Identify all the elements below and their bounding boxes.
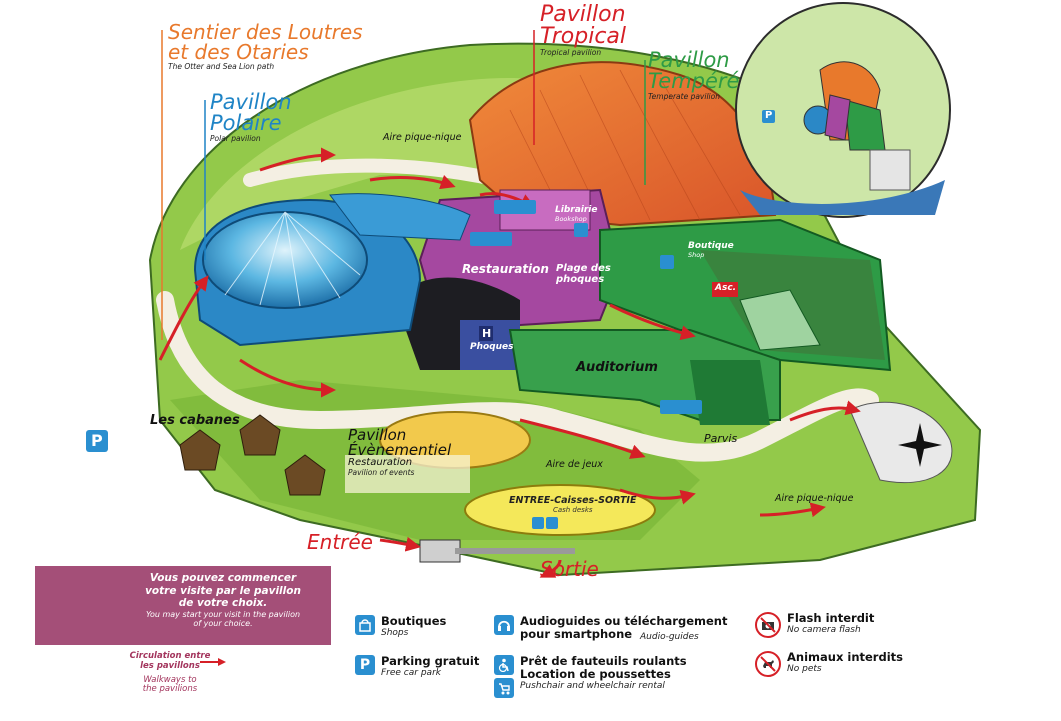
- parking-icon: P: [355, 655, 375, 675]
- pushchair-icon: [494, 678, 514, 698]
- toilet-icon: [470, 200, 702, 414]
- dome-ribs: [224, 211, 361, 307]
- polar-extension: [329, 193, 471, 241]
- parvis-label: Parvis: [704, 432, 738, 445]
- parking-icon: [86, 430, 108, 452]
- audio-fr: Audioguides ou téléchargement pour smart…: [520, 614, 728, 642]
- sentier-title: Sentier des Loutres et des Otaries The O…: [168, 20, 363, 71]
- phoques-label: Phoques: [470, 342, 514, 352]
- legend-audio: Audioguides ou téléchargement pour smart…: [494, 614, 728, 642]
- audio-guide-icon: [494, 615, 514, 635]
- circulation-fr: Circulation entre les pavillons: [129, 651, 211, 671]
- polar-title: Pavillon Polaire Polar pavilion: [210, 90, 292, 143]
- bookshop-label: Librairie Bookshop: [555, 205, 598, 223]
- info-box-fr: Vous pouvez commencer votre visite par l…: [145, 572, 301, 610]
- restaurant-label: Restauration: [462, 262, 549, 276]
- events-title: Pavillon Évènementiel Restauration Pavil…: [348, 426, 452, 477]
- elevator-label: Asc.: [715, 283, 737, 293]
- tropical-hatching: [509, 69, 741, 221]
- walkway: [156, 291, 879, 462]
- no-flash-icon: [755, 612, 781, 638]
- legend-wheelchair: Prêt de fauteuils roulants Location de p…: [494, 654, 687, 698]
- picnic-area-right: Aire pique-nique: [775, 493, 854, 504]
- parking-inset-letter: P: [765, 110, 773, 121]
- h-label: H: [482, 327, 492, 340]
- gate-wall: [455, 548, 575, 554]
- no-pets-icon: [755, 651, 781, 677]
- inset-map: [735, 2, 951, 218]
- temperate-title: Pavillon Tempéré Temperate pavilion: [648, 48, 740, 101]
- entrance-label: Entrée: [307, 530, 373, 554]
- auditorium-label: Auditorium: [576, 360, 658, 375]
- picnic-area-top: Aire pique-nique: [383, 132, 462, 143]
- info-box-en: You may start your visit in the pavilion…: [145, 609, 301, 629]
- parking-left-letter: P: [91, 431, 103, 450]
- compass-icon: [898, 423, 942, 467]
- playground-label: Aire de jeux: [546, 459, 603, 470]
- h-sign: [479, 326, 493, 341]
- circulation-en: Walkways to the pavilions: [142, 674, 198, 695]
- entrance-building: [464, 484, 656, 536]
- auditorium-ramp: [690, 360, 770, 425]
- seal-beach-label: Plage des phoques: [556, 263, 611, 285]
- tropical-title: Pavillon Tropical Tropical pavilion: [540, 2, 627, 57]
- circulation-legend: Circulation entre les pavillons Walkways…: [110, 651, 230, 695]
- huts-label: Les cabanes: [150, 413, 240, 428]
- info-box: Vous pouvez commencer votre visite par l…: [35, 566, 331, 645]
- audio-en: Audio-guides: [640, 632, 699, 642]
- circulation-arrow-icon: [200, 658, 226, 666]
- cash-desks-label: ENTREE-Caisses-SORTIE Cash desks: [509, 495, 637, 514]
- wheelchair-icon: [494, 655, 514, 675]
- leader-lines: [161, 30, 646, 340]
- entrance-gate: [419, 539, 461, 563]
- compass-terrace: [849, 401, 953, 484]
- info-icon: [532, 517, 558, 529]
- events-restaurant-area: [345, 455, 470, 493]
- asc-sign: [712, 282, 738, 297]
- shop-icon: [355, 615, 375, 635]
- exit-label: Sortie: [540, 557, 599, 581]
- huts: [179, 414, 326, 496]
- circulation-arrows: [158, 147, 861, 578]
- glass-roof: [739, 289, 821, 351]
- shop-label: Boutique Shop: [688, 241, 734, 259]
- parking-icon: [762, 110, 775, 123]
